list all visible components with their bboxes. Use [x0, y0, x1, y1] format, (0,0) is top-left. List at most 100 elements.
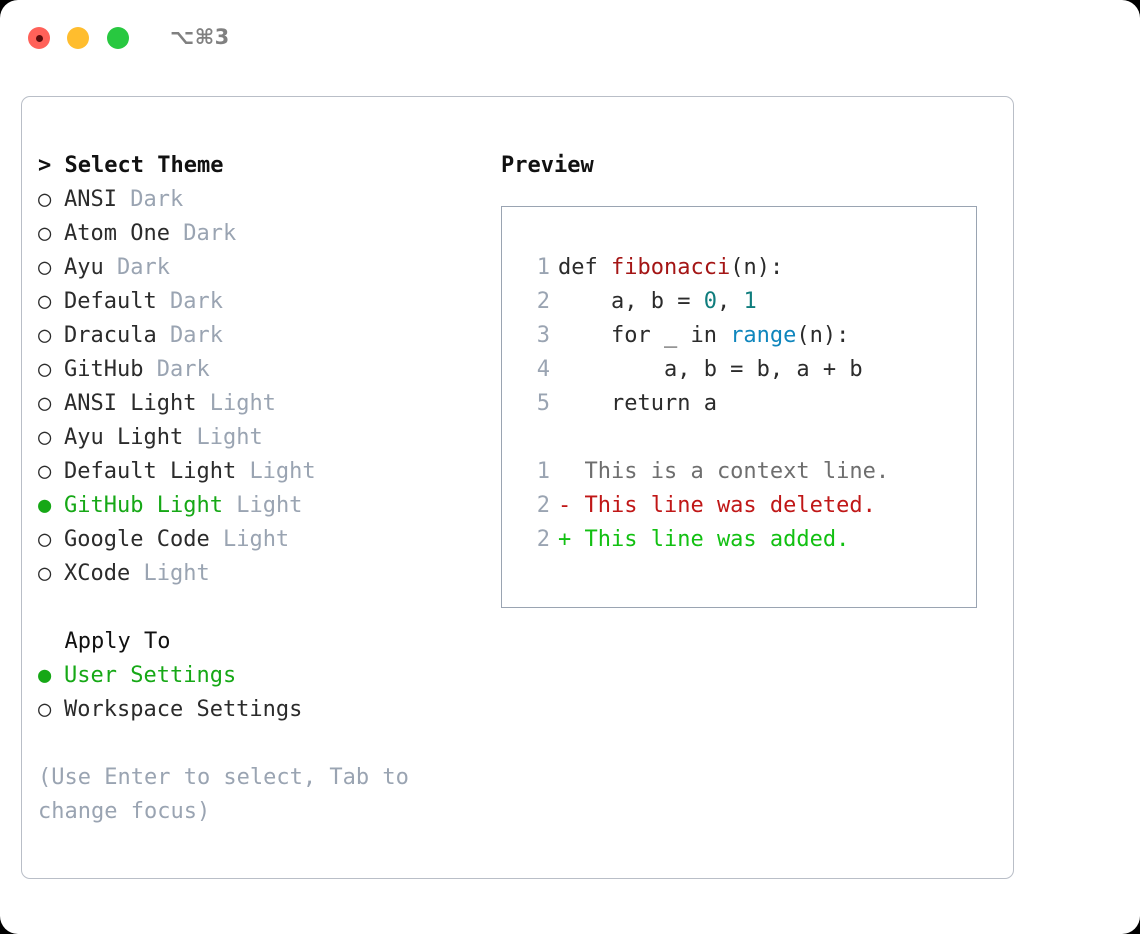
theme-kind-label: Dark — [117, 255, 170, 280]
theme-list-item[interactable]: ○ Dracula Dark — [38, 319, 478, 353]
theme-selector-column: > Select Theme ○ ANSI Dark○ Atom One Dar… — [38, 149, 478, 829]
code-token: (n): — [730, 255, 784, 280]
theme-name-label: Default Light — [64, 459, 237, 484]
diff-line-text: This is a context line. — [558, 459, 890, 484]
theme-list-item[interactable]: ○ GitHub Dark — [38, 353, 478, 387]
radio-unselected-icon: ○ — [38, 697, 65, 722]
theme-kind-label: Dark — [156, 357, 210, 382]
radio-unselected-icon: ○ — [38, 221, 65, 246]
theme-list-item[interactable]: ○ Atom One Dark — [38, 217, 478, 251]
radio-unselected-icon: ○ — [38, 459, 65, 484]
code-token: fibonacci — [610, 255, 731, 280]
radio-unselected-icon: ○ — [38, 391, 65, 416]
theme-name-label: XCode — [64, 561, 131, 586]
theme-list-item[interactable]: ● GitHub Light Light — [38, 489, 478, 523]
apply-to-option[interactable]: ○ Workspace Settings — [38, 693, 478, 727]
code-token: (n): — [796, 323, 850, 348]
diff-line-number: 2 — [536, 527, 550, 552]
theme-kind-label: Light — [249, 459, 316, 484]
code-line-number: 5 — [536, 391, 550, 416]
theme-kind-label: Light — [143, 561, 210, 586]
radio-unselected-icon: ○ — [38, 425, 65, 450]
diff-line: 1 This is a context line. — [520, 455, 976, 489]
code-line: 5 return a — [520, 387, 976, 421]
theme-kind-label: Dark — [130, 187, 184, 212]
theme-kind-label: Light — [209, 391, 276, 416]
theme-kind-label: Dark — [183, 221, 237, 246]
apply-to-section: Apply To ● User Settings○ Workspace Sett… — [38, 625, 478, 727]
apply-to-option[interactable]: ● User Settings — [38, 659, 478, 693]
theme-name-label: Ayu — [64, 255, 104, 280]
preview-heading: Preview — [501, 153, 594, 178]
apply-to-option-list: ● User Settings○ Workspace Settings — [38, 659, 478, 727]
radio-unselected-icon: ○ — [38, 561, 65, 586]
code-token: for _ in — [558, 323, 731, 348]
radio-unselected-icon: ○ — [38, 527, 65, 552]
theme-name-label: ANSI Light — [64, 391, 197, 416]
code-token: 0 — [703, 289, 717, 314]
theme-list-item[interactable]: ○ Ayu Light Light — [38, 421, 478, 455]
code-line: 3 for _ in range(n): — [520, 319, 976, 353]
theme-list-item[interactable]: ○ Ayu Dark — [38, 251, 478, 285]
diff-line: 2 - This line was deleted. — [520, 489, 976, 523]
keyboard-hint-text: (Use Enter to select, Tab to change focu… — [38, 765, 409, 824]
radio-unselected-icon: ○ — [38, 357, 65, 382]
window-shortcut-label: ⌥⌘3 — [170, 25, 230, 49]
code-diff-spacer — [520, 421, 976, 455]
theme-name-label: Default — [64, 289, 157, 314]
theme-name-label: Google Code — [64, 527, 210, 552]
maximize-button-icon[interactable] — [107, 27, 129, 49]
radio-unselected-icon: ○ — [38, 187, 65, 212]
theme-name-label: ANSI — [64, 187, 117, 212]
code-line-number: 2 — [536, 289, 550, 314]
theme-name-label: GitHub — [64, 357, 144, 382]
diff-line-number: 2 — [536, 493, 550, 518]
diff-line-text: + This line was added. — [558, 527, 850, 552]
select-theme-heading-label: Select Theme — [64, 153, 224, 178]
close-icon-glyph — [36, 35, 43, 42]
theme-kind-label: Light — [196, 425, 263, 450]
theme-name-label: Ayu Light — [64, 425, 184, 450]
theme-list-item[interactable]: ○ Default Dark — [38, 285, 478, 319]
apply-to-heading: Apply To — [38, 625, 478, 659]
code-line-number: 1 — [536, 255, 550, 280]
select-theme-heading: > Select Theme — [38, 149, 478, 183]
apply-to-option-label: Workspace Settings — [64, 697, 303, 722]
theme-kind-label: Dark — [169, 289, 223, 314]
radio-selected-icon: ● — [38, 493, 65, 518]
code-token: return a — [558, 391, 717, 416]
theme-name-label: Atom One — [64, 221, 170, 246]
theme-name-label: Dracula — [64, 323, 157, 348]
radio-selected-icon: ● — [38, 663, 65, 688]
theme-list-item[interactable]: ○ Google Code Light — [38, 523, 478, 557]
theme-kind-label: Light — [236, 493, 303, 518]
diff-line-number: 1 — [536, 459, 550, 484]
radio-unselected-icon: ○ — [38, 255, 65, 280]
code-token: a, b = b, a + b — [558, 357, 863, 382]
theme-list-item[interactable]: ○ XCode Light — [38, 557, 478, 591]
minimize-button-icon[interactable] — [67, 27, 89, 49]
code-token: 1 — [743, 289, 757, 314]
window-titlebar: ⌥⌘3 — [0, 0, 1140, 78]
diff-line-text: - This line was deleted. — [558, 493, 876, 518]
code-line-number: 4 — [536, 357, 550, 382]
theme-list: ○ ANSI Dark○ Atom One Dark○ Ayu Dark○ De… — [38, 183, 478, 591]
theme-list-item[interactable]: ○ ANSI Dark — [38, 183, 478, 217]
apply-to-heading-label: Apply To — [64, 629, 171, 654]
code-line: 1 def fibonacci(n): — [520, 251, 976, 285]
radio-unselected-icon: ○ — [38, 323, 65, 348]
diff-line: 2 + This line was added. — [520, 523, 976, 557]
diff-sample-block: 1 This is a context line. 2 - This line wa… — [520, 455, 976, 557]
radio-unselected-icon: ○ — [38, 289, 65, 314]
code-line-number: 3 — [536, 323, 550, 348]
code-token: def — [558, 255, 611, 280]
selection-caret-icon: > — [38, 153, 65, 178]
theme-list-item[interactable]: ○ Default Light Light — [38, 455, 478, 489]
apply-to-option-label: User Settings — [64, 663, 237, 688]
theme-kind-label: Light — [222, 527, 290, 552]
theme-list-item[interactable]: ○ ANSI Light Light — [38, 387, 478, 421]
